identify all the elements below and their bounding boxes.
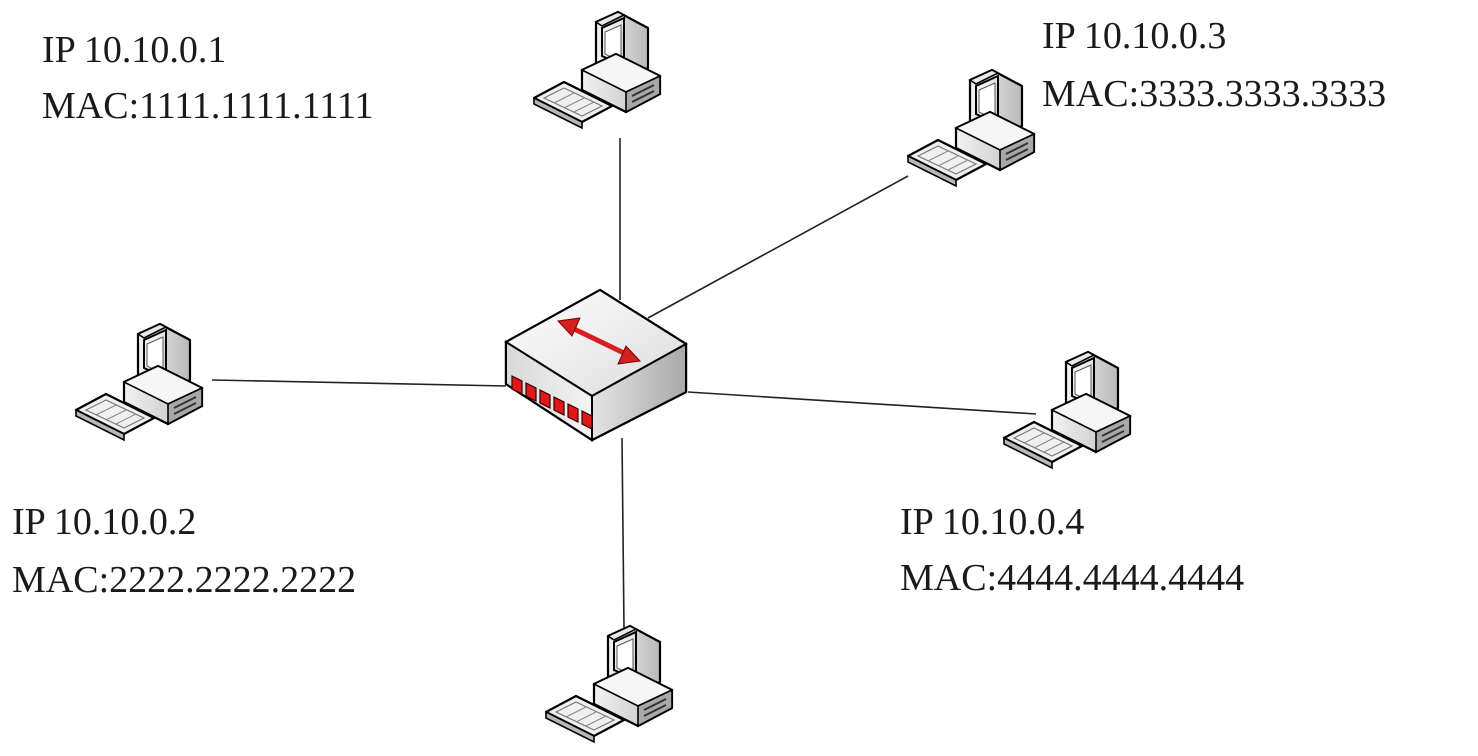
link-host-2 <box>211 379 507 387</box>
host-4-ip: IP 10.10.0.4 <box>900 501 1084 543</box>
link-host-3 <box>647 175 909 319</box>
computer-icon-host-2 <box>74 322 204 442</box>
link-host-4 <box>687 391 1037 415</box>
computer-icon-host-3 <box>906 68 1036 188</box>
computer-icon-host-5 <box>544 624 674 744</box>
host-2-mac: MAC:2222.2222.2222 <box>12 559 356 601</box>
host-3-mac: MAC:3333.3333.3333 <box>1042 73 1386 115</box>
connections <box>211 138 1037 629</box>
host-3-ip: IP 10.10.0.3 <box>1042 15 1226 57</box>
computer-icon-host-4 <box>1002 350 1132 470</box>
switch-icon <box>504 288 688 442</box>
host-1-mac: MAC:1111.1111.1111 <box>42 85 373 127</box>
computer-icon-host-1 <box>532 10 662 130</box>
host-1-ip: IP 10.10.0.1 <box>42 29 226 71</box>
link-host-5 <box>621 437 625 629</box>
switch-ports <box>511 375 593 430</box>
host-4-mac: MAC:4444.4444.4444 <box>900 557 1244 599</box>
switch-arrow-icon <box>556 317 642 365</box>
host-2-ip: IP 10.10.0.2 <box>12 501 196 543</box>
